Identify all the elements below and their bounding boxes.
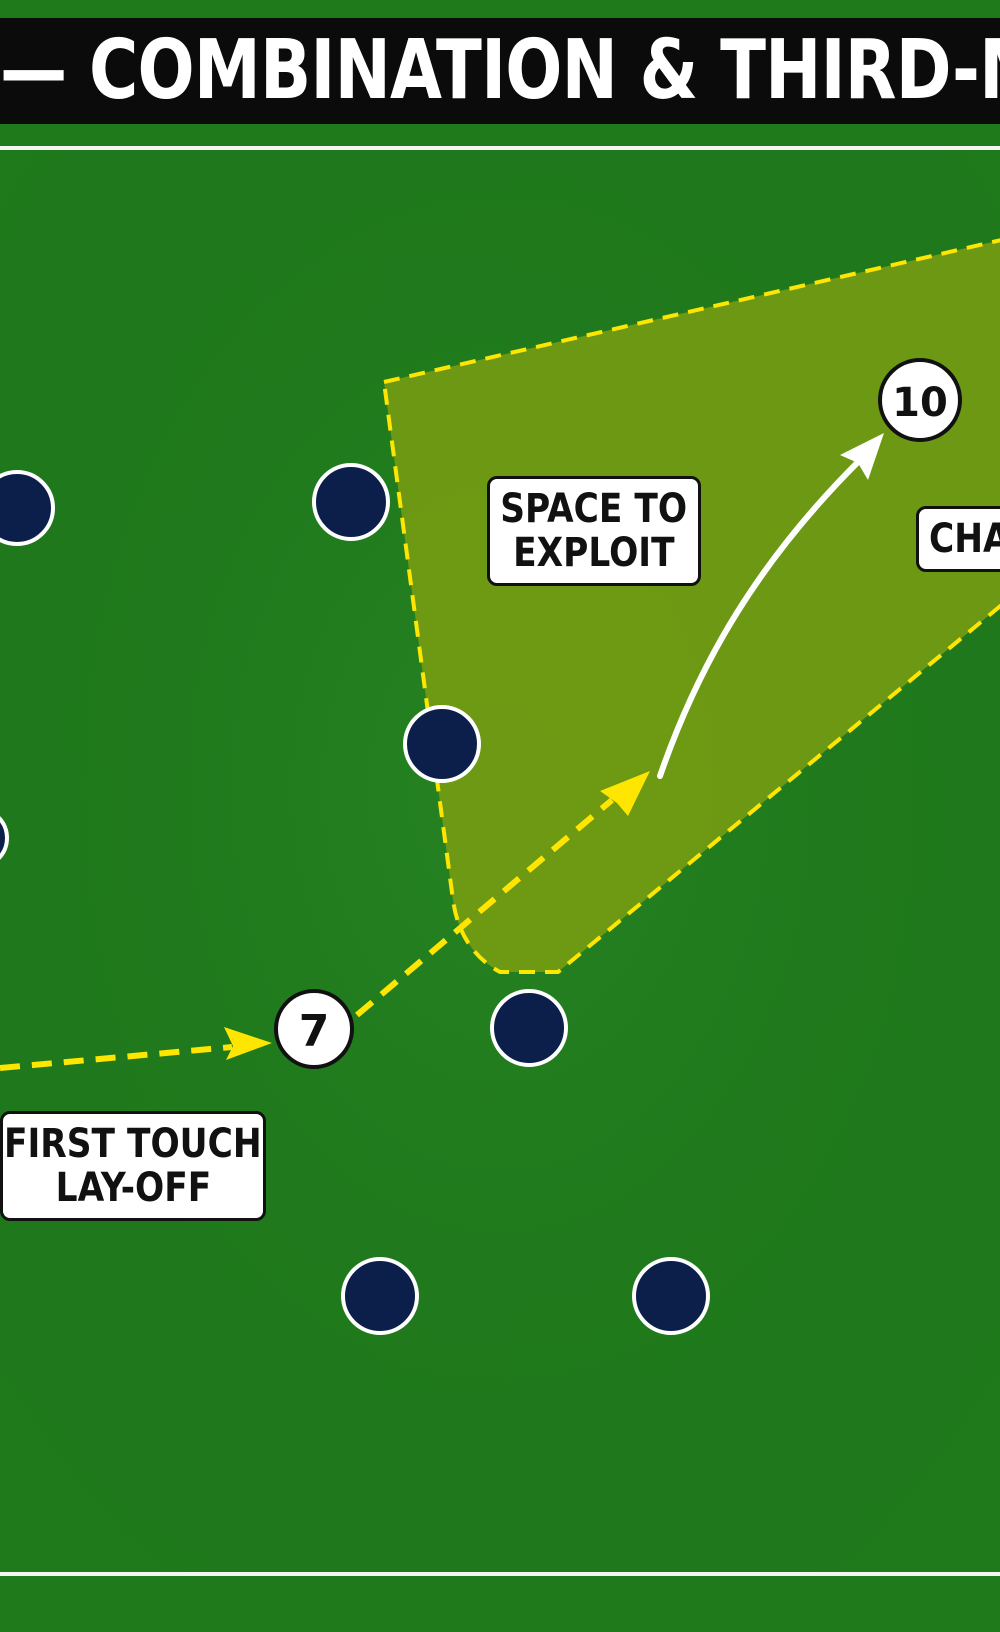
defender-marker [403, 705, 481, 783]
player-10-number: 10 [892, 380, 948, 426]
player-10-circle [878, 358, 962, 442]
player-7-number: 7 [299, 1006, 330, 1057]
title-bar: — COMBINATION & THIRD-MA [0, 18, 1000, 124]
defender-marker [632, 1257, 710, 1335]
space-zone [381, 238, 1000, 974]
player-10-marker: 10 [878, 358, 962, 442]
layoff-pass-line [355, 797, 614, 1018]
pass-to-7-arrowhead [224, 1027, 272, 1060]
layoff-pass-arrowhead [600, 771, 650, 816]
first-touch-label: FIRST TOUCH LAY-OFF [0, 1111, 266, 1221]
defender-marker [490, 989, 568, 1067]
touch-label-line1: FIRST TOUCH [4, 1121, 262, 1167]
touch-label-line2: LAY-OFF [55, 1165, 211, 1211]
player-7-marker: 7 [274, 989, 354, 1069]
space-label-line2: EXPLOIT [513, 530, 675, 576]
pass-to-7-line [0, 1044, 233, 1071]
pitch-top-line [0, 146, 1000, 150]
space-label-line1: SPACE TO [500, 486, 688, 532]
run-to-10-line [657, 459, 861, 779]
channel-label: CHA [916, 506, 1000, 572]
player-7-circle [274, 989, 354, 1069]
defender-marker [0, 816, 9, 860]
defender-marker [312, 463, 390, 541]
defender-marker [341, 1257, 419, 1335]
channel-label-text: CHA [929, 516, 1000, 562]
space-to-exploit-label: SPACE TO EXPLOIT [487, 476, 701, 586]
pitch-bottom-line [0, 1572, 1000, 1576]
diagram-title: — COMBINATION & THIRD-MA [0, 23, 1000, 118]
run-to-10-arrowhead [840, 433, 884, 480]
defender-marker [0, 470, 55, 546]
